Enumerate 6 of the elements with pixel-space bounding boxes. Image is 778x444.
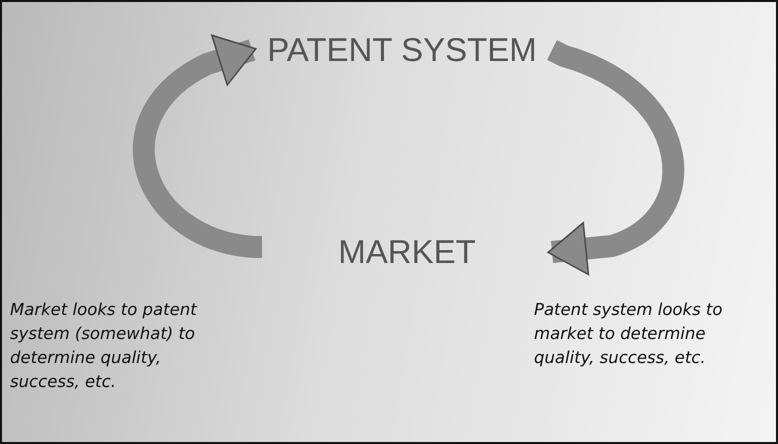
curved-arrow [132,34,265,258]
node-label: MARKET [338,233,476,271]
note-text: Patent system looks to market to determine quality, success, etc. [534,299,724,369]
note-text: Market looks to patent system (somewhat) to determine quality, success, etc. [10,299,198,393]
curved-arrow [547,40,684,276]
node-label: PATENT SYSTEM [267,31,537,69]
